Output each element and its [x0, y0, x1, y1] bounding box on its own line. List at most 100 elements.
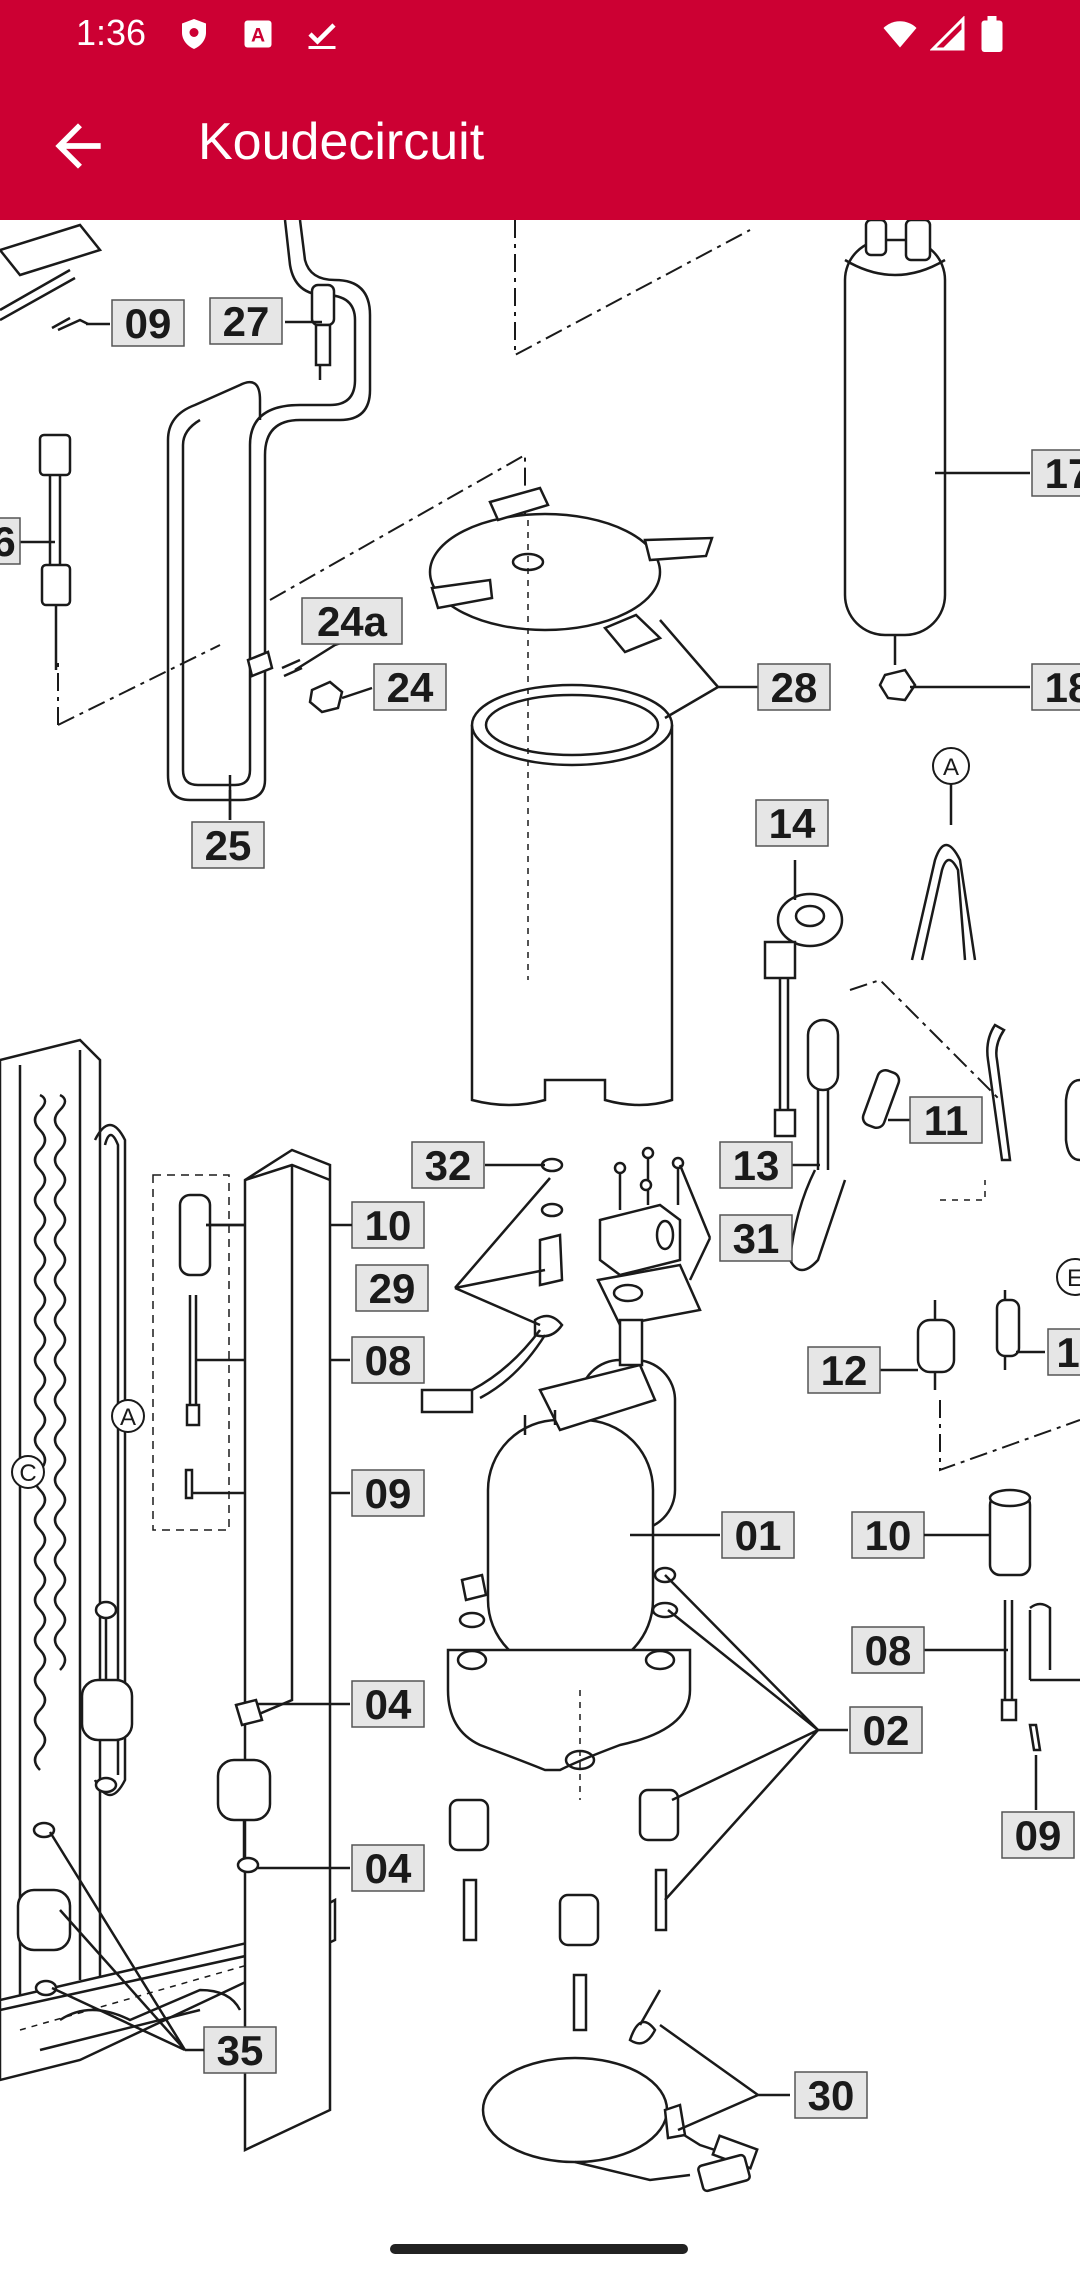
status-time: 1:36: [76, 12, 147, 53]
label-09-top-text: 09: [125, 300, 172, 347]
label-10-right-text: 10: [865, 1512, 912, 1559]
label-01-text: 01: [735, 1512, 782, 1559]
label-11: 11: [909, 1096, 983, 1144]
service-valve-27: [310, 283, 336, 380]
app-bar: 1:36 A Koudecircuit: [0, 0, 1080, 220]
label-08-left-text: 08: [365, 1337, 412, 1384]
label-35: 35: [203, 2026, 277, 2074]
svg-text:A: A: [251, 25, 265, 47]
label-14-text: 14: [769, 800, 816, 847]
parts-diagram[interactable]: .ln { stroke:#1a1a1a; stroke-width:2.5; …: [0, 220, 1080, 2280]
marker-c-left: C: [11, 1455, 45, 1489]
label-29: 29: [355, 1264, 429, 1312]
label-25: 25: [191, 821, 265, 869]
label-09-right-text: 09: [1015, 1812, 1062, 1859]
label-28-text: 28: [771, 664, 818, 711]
sensor-08-right: [1000, 1600, 1018, 1722]
label-18-text: 18: [1045, 664, 1080, 711]
sensor-part-6: [38, 433, 72, 670]
label-27-text: 27: [223, 298, 270, 345]
sleeve-10-left: [178, 1193, 212, 1277]
shield-icon: [176, 16, 212, 57]
label-31: 31: [719, 1214, 793, 1262]
label-09-left: 09: [351, 1469, 425, 1517]
label-35-text: 35: [217, 2027, 264, 2074]
label-08-right: 08: [851, 1626, 925, 1674]
label-04-bottom: 04: [351, 1844, 425, 1892]
accumulator-17: [843, 220, 947, 665]
valve-13: [788, 1018, 847, 1272]
label-10-right: 10: [851, 1511, 925, 1559]
terminal-cover-31: [596, 1146, 702, 1327]
insulation-panel: [243, 1148, 332, 2152]
compressor-01: [446, 1318, 692, 1772]
label-09-top: 09: [111, 299, 185, 347]
label-29-text: 29: [369, 1265, 416, 1312]
label-14: 14: [755, 799, 829, 847]
label-12-text: 12: [821, 1347, 868, 1394]
page-title: Koudecircuit: [198, 113, 485, 171]
gesture-nav-handle[interactable]: [390, 2244, 688, 2254]
filter-11: [861, 1068, 901, 1130]
insulation-tube-28: [470, 683, 674, 1107]
marker-b-right-text: E: [1067, 1265, 1080, 1292]
coil-14: [763, 892, 844, 1138]
label-31-text: 31: [733, 1215, 780, 1262]
fitting-24a: [246, 650, 303, 678]
signal-icon: [929, 15, 966, 57]
label-28: 28: [757, 663, 831, 711]
label-04-top-text: 04: [365, 1681, 412, 1728]
a-box-icon: A: [240, 16, 276, 57]
label-13-text: 13: [733, 1142, 780, 1189]
wifi-icon: [880, 16, 920, 57]
nut-24: [308, 680, 344, 714]
check-tasks-icon: [304, 16, 340, 57]
label-27: 27: [209, 297, 283, 345]
clip-09-left: [184, 1468, 194, 1500]
label-6: 6: [0, 517, 21, 565]
label-1-right-text: 1: [1056, 1329, 1079, 1376]
label-02: 02: [849, 1706, 923, 1754]
pipe-part-top-left: [0, 223, 103, 322]
loop-pipe: [910, 843, 977, 961]
filter-drier-12: [916, 1300, 956, 1390]
label-6-text: 6: [0, 518, 16, 565]
label-02-text: 02: [863, 1707, 910, 1754]
label-09-right: 09: [1001, 1811, 1075, 1859]
arrow-back-icon: [55, 123, 101, 169]
label-12: 12: [807, 1346, 881, 1394]
label-24-text: 24: [387, 664, 434, 711]
marker-a-top-text: A: [943, 754, 959, 781]
insulation-top-28: [428, 486, 714, 654]
label-09-left-text: 09: [365, 1470, 412, 1517]
label-18: 18: [1031, 663, 1080, 711]
rubber-feet-04: [16, 1600, 272, 1997]
label-04-bottom-text: 04: [365, 1845, 412, 1892]
back-button[interactable]: [44, 112, 112, 180]
label-17: 17: [1031, 449, 1080, 497]
label-25-text: 25: [205, 822, 252, 869]
label-1-right: 1: [1047, 1328, 1080, 1376]
marker-a-left: A: [111, 1399, 145, 1433]
label-10-left-text: 10: [365, 1202, 412, 1249]
sensor-cable-30: [481, 1989, 759, 2193]
condenser-coil: [0, 1038, 127, 2012]
clip-09-right: [1028, 1723, 1042, 1752]
bracket-29: [420, 1233, 564, 1414]
mount-bushings-02: [448, 1566, 680, 2032]
label-01: 01: [721, 1511, 795, 1559]
label-32: 32: [411, 1141, 485, 1189]
marker-a-top: A: [932, 747, 970, 785]
label-08-left: 08: [351, 1336, 425, 1384]
marker-a-left-text: A: [120, 1404, 136, 1431]
sleeve-10-right: [988, 1488, 1032, 1577]
valve-part-1: [995, 1290, 1021, 1370]
status-bar: 1:36 A: [0, 0, 1080, 70]
label-30: 30: [794, 2071, 868, 2119]
battery-icon: [980, 16, 1004, 57]
label-10-left: 10: [351, 1201, 425, 1249]
label-24: 24: [373, 663, 447, 711]
label-32-text: 32: [425, 1142, 472, 1189]
washer-32: [540, 1157, 564, 1218]
label-17-text: 17: [1045, 450, 1080, 497]
